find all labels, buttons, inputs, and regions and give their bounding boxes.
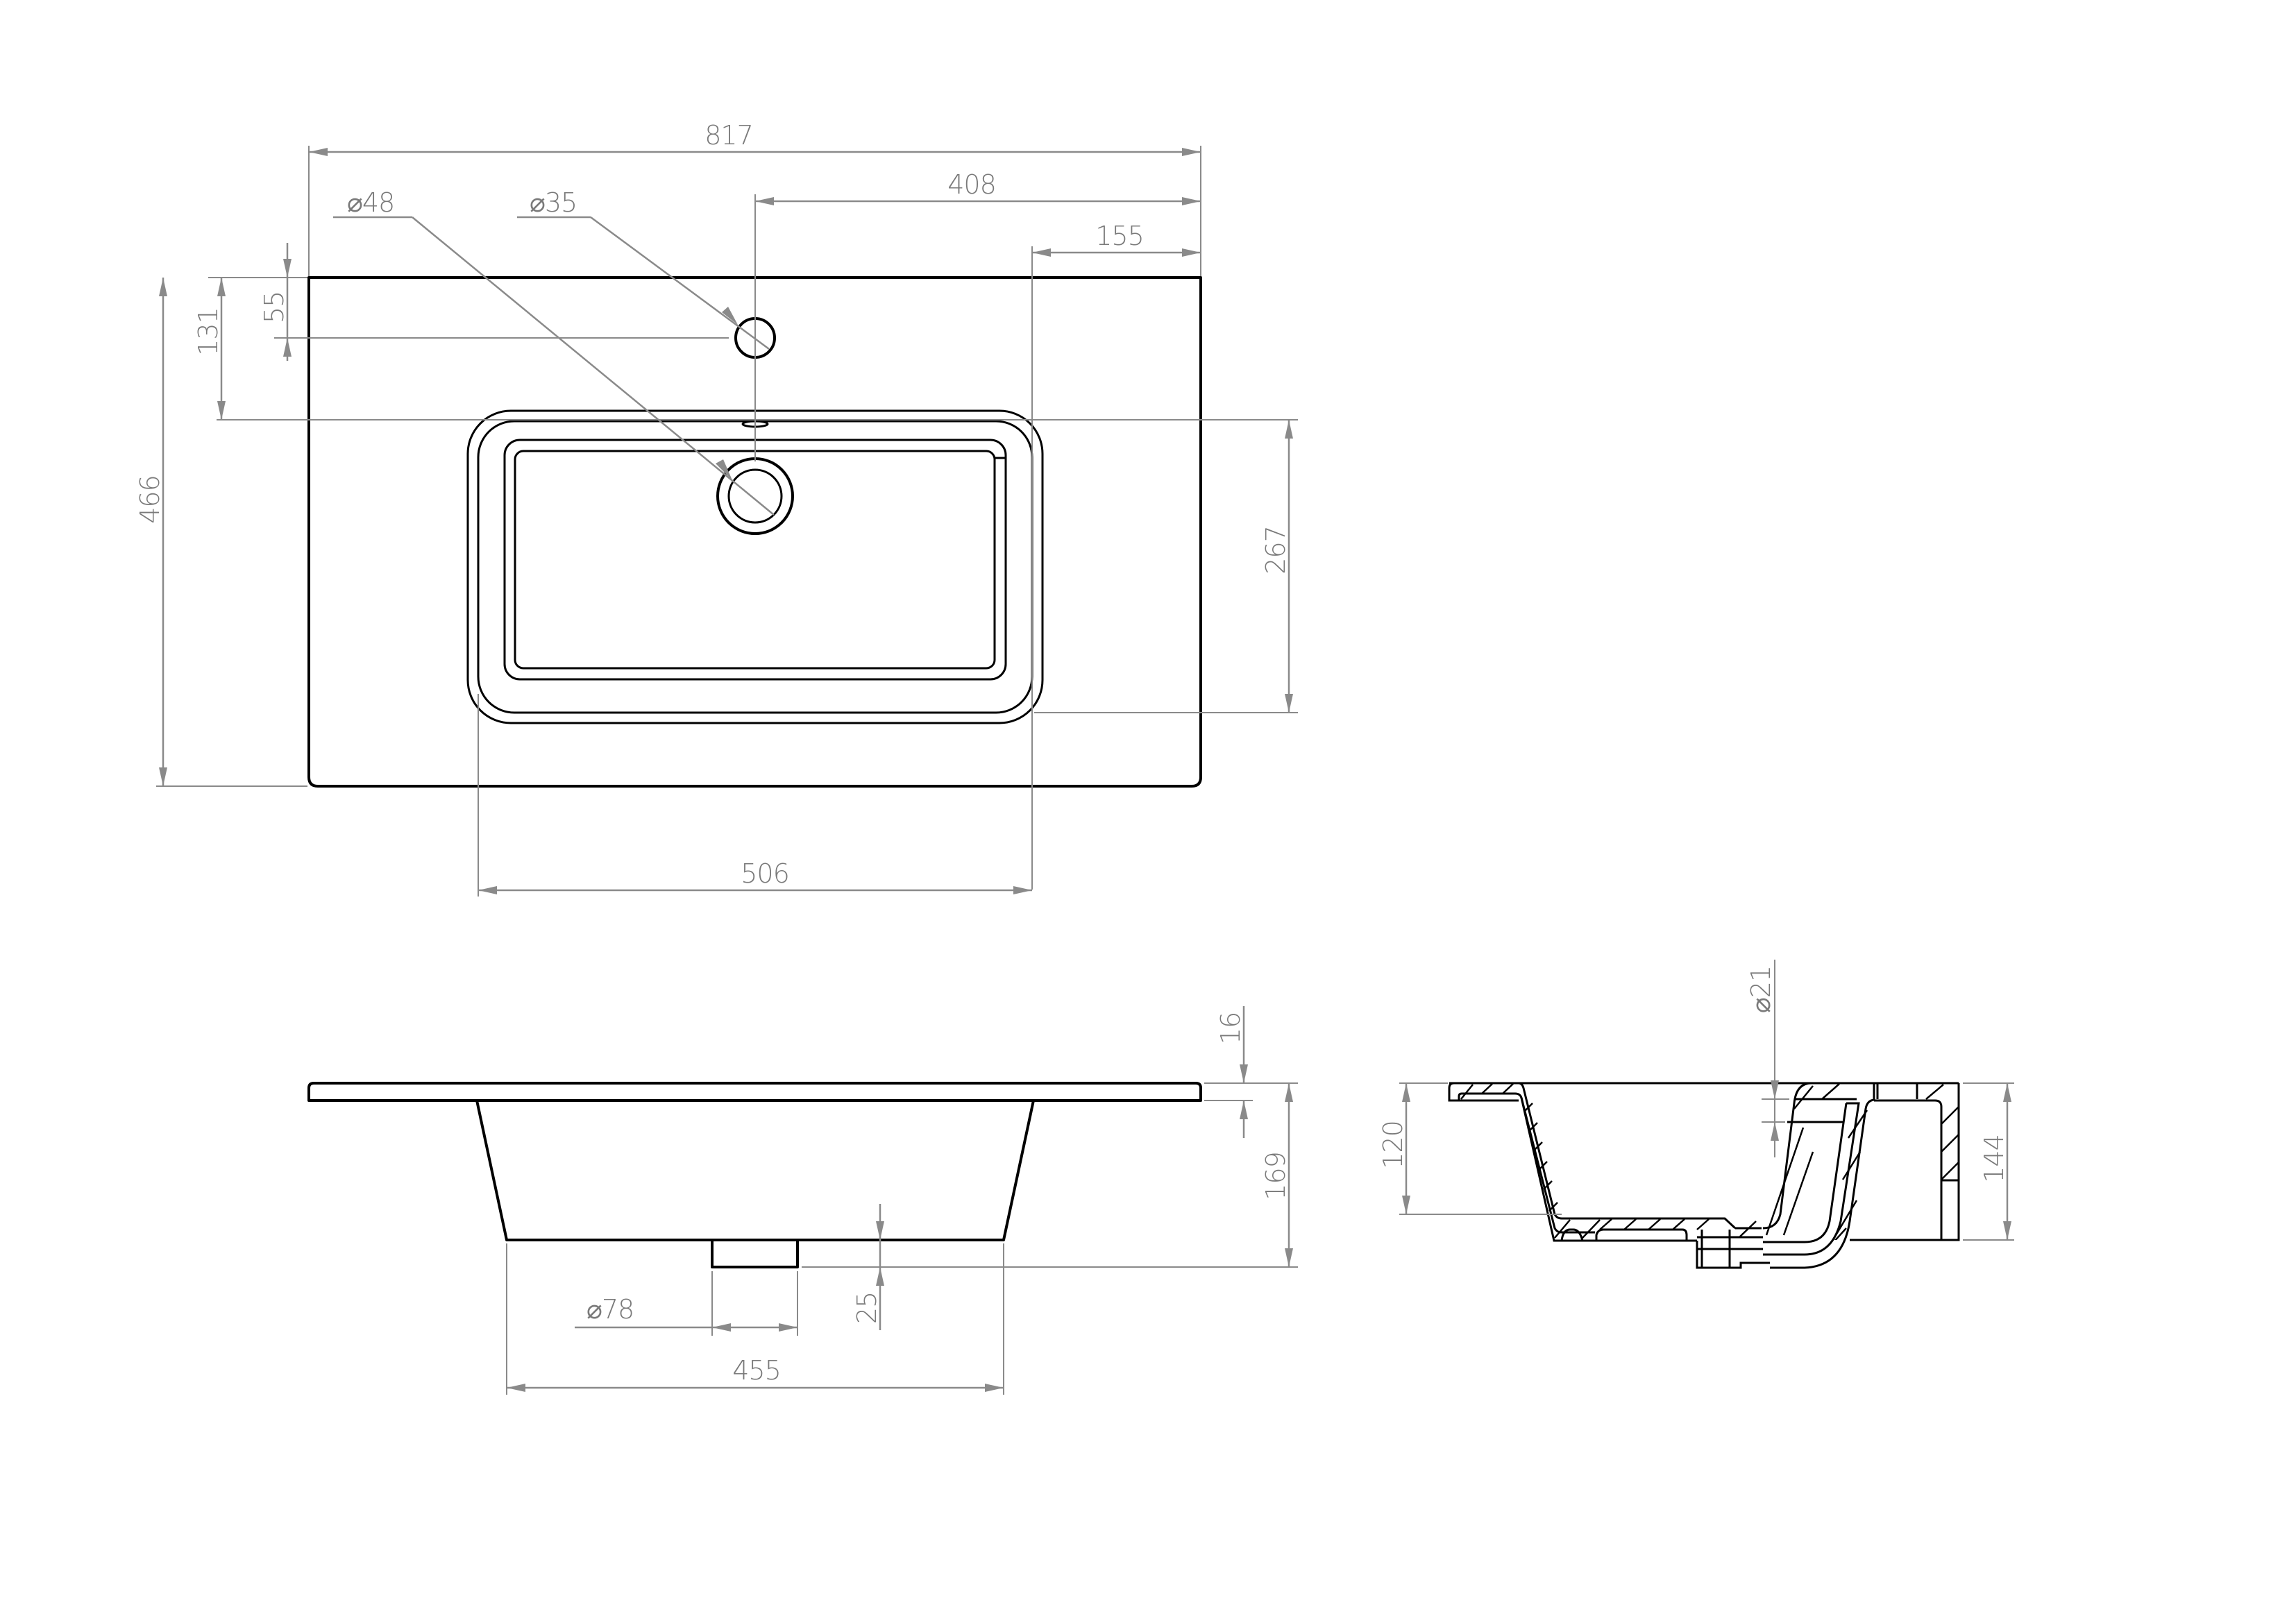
countertop-slab [307,1082,1202,1102]
dim-text-120: 120 [1378,1121,1408,1169]
dim-text-169: 169 [1260,1152,1291,1200]
leader-tap-diameter: ⌀35 [517,187,770,350]
dim-section-height: 144 [1963,1082,2014,1241]
dim-overflow-diameter: ⌀21 [1746,960,1789,1157]
dim-text-d78: ⌀78 [586,1294,634,1325]
dim-text-408: 408 [947,169,996,200]
section-view: ⌀21 120 144 [1378,960,2014,1269]
dim-tap-offset: 408 [755,169,1201,205]
dim-slab-thickness: 16 [1204,1006,1298,1138]
dim-tap-from-back: 55 [259,243,729,361]
basin-body [475,1099,1035,1241]
drain-stub [711,1239,799,1268]
dim-basin-width: 506 [478,694,1032,897]
front-view: 16 169 25 ⌀78 [307,1006,1298,1395]
dim-basin-right-offset: 155 [1031,221,1201,890]
dim-text-155: 155 [1095,221,1144,251]
dim-text-506: 506 [741,858,789,889]
drain-inner [727,468,783,524]
dim-text-466: 466 [135,475,165,524]
dim-drain-projection: 25 [852,1204,884,1330]
section-hatching [1460,1083,1959,1240]
plan-view: 817 408 155 ⌀48 ⌀35 [135,120,1298,897]
dim-text-455: 455 [732,1355,781,1386]
dim-bowl-depth: 120 [1378,1082,1562,1215]
dim-basin-from-back: 131 [193,277,1298,420]
dim-overall-depth: 466 [135,278,307,787]
countertop-outline [307,276,1202,788]
dim-drain-diameter: ⌀78 [575,1271,798,1336]
dim-overall-width: 817 [308,120,1201,276]
dim-overall-height: 169 [802,1083,1298,1268]
dim-text-144: 144 [1979,1135,2009,1183]
dim-basin-depth: 267 [1034,420,1298,713]
dim-text-d35: ⌀35 [530,187,577,218]
dim-text-16: 16 [1215,1012,1246,1044]
leader-drain-diameter: ⌀48 [333,187,775,516]
dim-text-131: 131 [193,307,223,356]
dim-text-d21: ⌀21 [1746,966,1776,1013]
dim-text-55: 55 [259,291,289,323]
dim-text-25: 25 [852,1292,882,1324]
basin-bowl-edge [503,439,1007,681]
basin-bowl-floor [514,450,996,670]
dim-basin-bottom-width: 455 [506,1243,1004,1395]
dim-text-d48: ⌀48 [347,187,394,218]
dim-text-267: 267 [1260,526,1291,575]
dim-text-817: 817 [704,120,753,151]
